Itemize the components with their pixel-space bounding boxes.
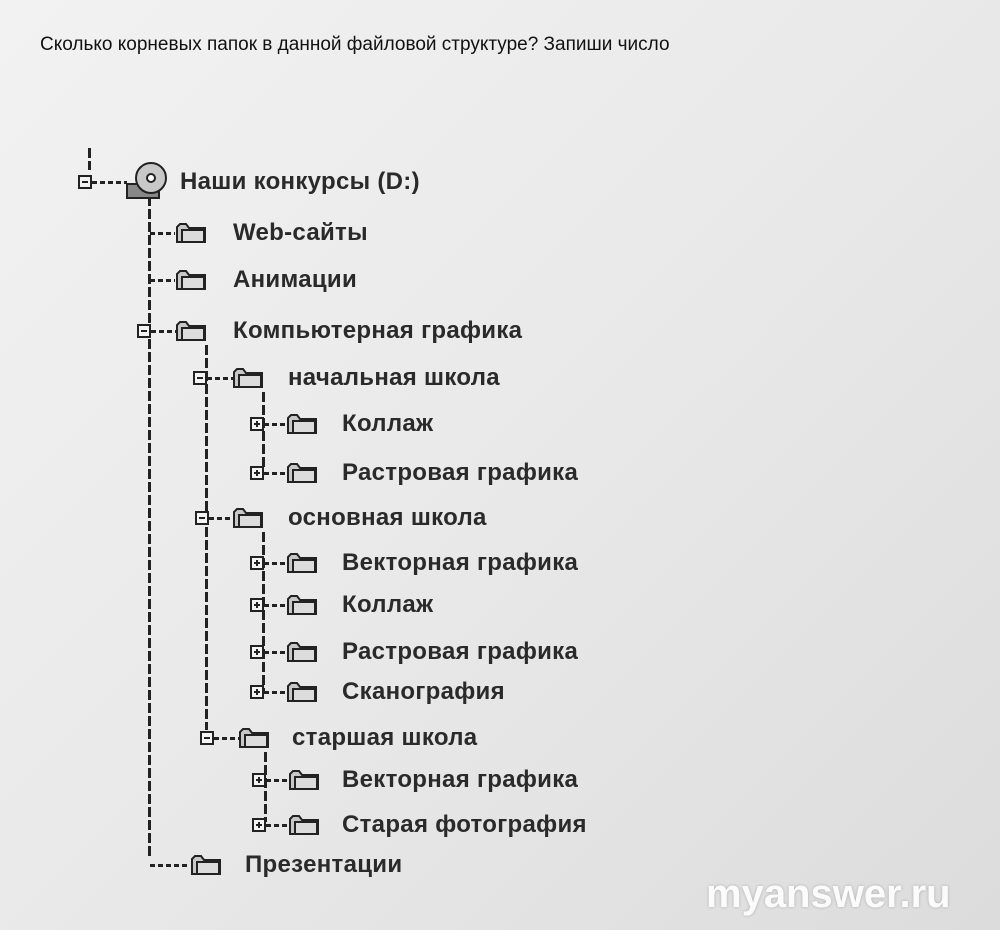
tree-item-label: Компьютерная графика bbox=[233, 317, 523, 344]
tree-line bbox=[151, 330, 177, 333]
tree-item[interactable]: Растровая графика bbox=[342, 458, 578, 488]
tree-item-label: Векторная графика bbox=[342, 549, 579, 576]
tree-item-label: Анимации bbox=[233, 266, 358, 293]
expand-plus-icon[interactable] bbox=[252, 773, 266, 787]
tree-line bbox=[148, 196, 151, 858]
expand-plus-icon[interactable] bbox=[250, 598, 264, 612]
tree-line bbox=[264, 423, 288, 426]
folder-icon bbox=[286, 594, 318, 616]
tree-line bbox=[266, 824, 290, 827]
tree-line bbox=[264, 562, 288, 565]
tree-line bbox=[150, 279, 175, 282]
tree-item[interactable]: Наши конкурсы (D:) bbox=[180, 167, 420, 197]
folder-icon bbox=[175, 320, 207, 342]
tree-item-label: Растровая графика bbox=[342, 459, 579, 486]
tree-item[interactable]: Сканография bbox=[342, 677, 505, 707]
tree-item[interactable]: начальная школа bbox=[288, 363, 500, 393]
folder-icon bbox=[190, 854, 222, 876]
tree-item-label: Старая фотография bbox=[342, 811, 587, 838]
collapse-minus-icon[interactable] bbox=[195, 511, 209, 525]
tree-line bbox=[262, 392, 265, 470]
folder-icon bbox=[286, 552, 318, 574]
tree-item[interactable]: основная школа bbox=[288, 503, 487, 533]
tree-line bbox=[150, 864, 190, 867]
tree-item-label: основная школа bbox=[288, 504, 487, 531]
collapse-minus-icon[interactable] bbox=[137, 324, 151, 338]
tree-item-label: Web-сайты bbox=[233, 219, 368, 246]
tree-item-label: начальная школа bbox=[288, 364, 500, 391]
tree-item-label: Коллаж bbox=[342, 591, 434, 618]
tree-line bbox=[205, 345, 208, 730]
tree-line bbox=[150, 232, 175, 235]
tree-item[interactable]: старшая школа bbox=[292, 723, 477, 753]
tree-line bbox=[264, 472, 288, 475]
tree-line bbox=[264, 691, 288, 694]
collapse-minus-icon[interactable] bbox=[200, 731, 214, 745]
expand-plus-icon[interactable] bbox=[252, 818, 266, 832]
expand-plus-icon[interactable] bbox=[250, 685, 264, 699]
tree-item-label: Наши конкурсы (D:) bbox=[180, 168, 420, 195]
tree-line bbox=[262, 532, 265, 692]
expand-plus-icon[interactable] bbox=[250, 466, 264, 480]
tree-item-label: Презентации bbox=[245, 851, 403, 878]
expand-plus-icon[interactable] bbox=[250, 556, 264, 570]
folder-icon bbox=[286, 681, 318, 703]
folder-icon bbox=[232, 367, 264, 389]
watermark: myanswer.ru bbox=[706, 872, 951, 916]
tree-item[interactable]: Компьютерная графика bbox=[233, 316, 522, 346]
tree-line bbox=[88, 148, 91, 170]
tree-line bbox=[264, 752, 267, 822]
folder-icon bbox=[232, 507, 264, 529]
tree-item-label: Векторная графика bbox=[342, 766, 579, 793]
tree-item[interactable]: Web-сайты bbox=[233, 218, 368, 248]
folder-icon bbox=[175, 222, 207, 244]
tree-line bbox=[264, 651, 288, 654]
expand-plus-icon[interactable] bbox=[250, 645, 264, 659]
tree-item[interactable]: Векторная графика bbox=[342, 548, 578, 578]
folder-icon bbox=[238, 727, 270, 749]
tree-line bbox=[92, 181, 127, 184]
tree-item[interactable]: Коллаж bbox=[342, 590, 433, 620]
tree-item[interactable]: Коллаж bbox=[342, 409, 433, 439]
folder-icon bbox=[288, 769, 320, 791]
expand-plus-icon[interactable] bbox=[250, 417, 264, 431]
tree-line bbox=[214, 737, 240, 740]
tree-item-label: Коллаж bbox=[342, 410, 434, 437]
folder-icon bbox=[288, 814, 320, 836]
collapse-minus-icon[interactable] bbox=[78, 175, 92, 189]
tree-line bbox=[264, 604, 288, 607]
tree-item[interactable]: Презентации bbox=[245, 850, 402, 880]
tree-item-label: Сканография bbox=[342, 678, 505, 705]
question-text: Сколько корневых папок в данной файловой… bbox=[40, 34, 670, 55]
tree-line bbox=[209, 517, 234, 520]
disk-icon bbox=[125, 160, 167, 199]
folder-icon bbox=[286, 641, 318, 663]
tree-item[interactable]: Растровая графика bbox=[342, 637, 578, 667]
folder-icon bbox=[286, 462, 318, 484]
tree-item[interactable]: Векторная графика bbox=[342, 765, 578, 795]
collapse-minus-icon[interactable] bbox=[193, 371, 207, 385]
tree-item-label: Растровая графика bbox=[342, 638, 579, 665]
tree-line bbox=[207, 377, 234, 380]
folder-icon bbox=[175, 269, 207, 291]
tree-line bbox=[266, 779, 290, 782]
tree-item[interactable]: Анимации bbox=[233, 265, 357, 295]
folder-icon bbox=[286, 413, 318, 435]
tree-item-label: старшая школа bbox=[292, 724, 478, 751]
tree-item[interactable]: Старая фотография bbox=[342, 810, 587, 840]
